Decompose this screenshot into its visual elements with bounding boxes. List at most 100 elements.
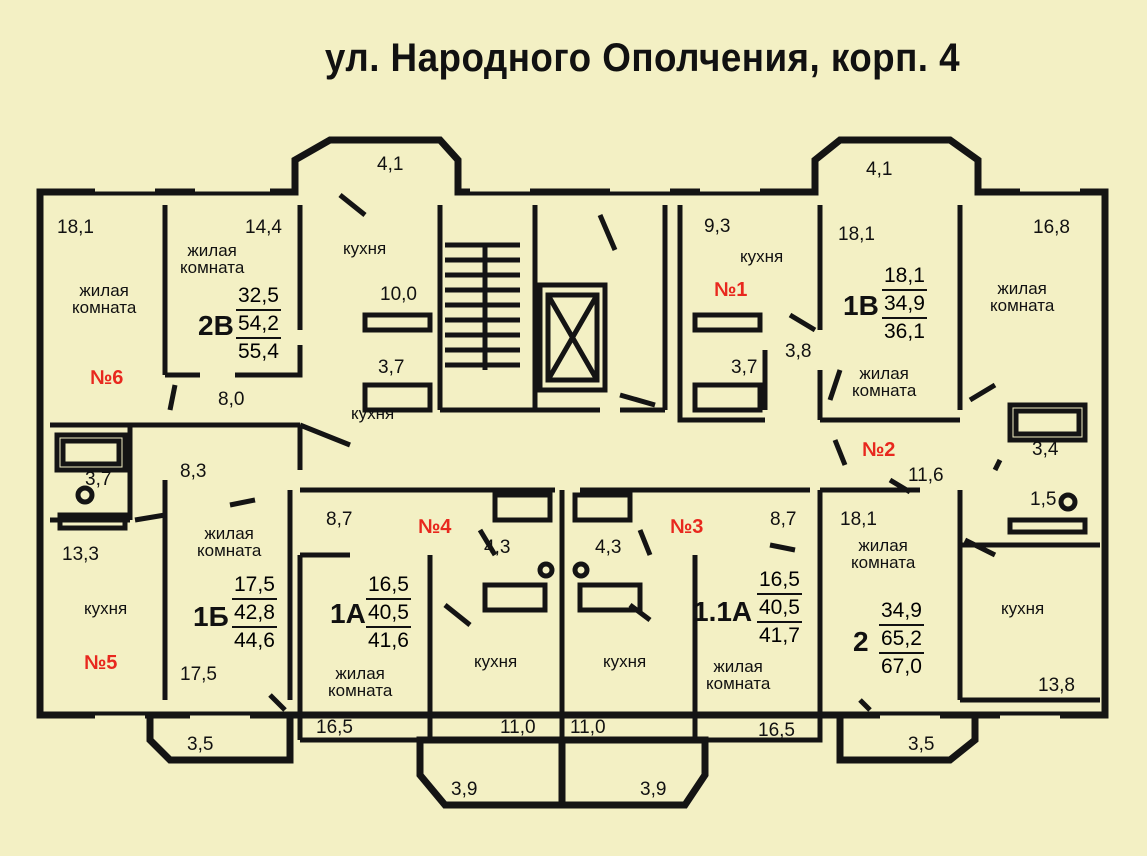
bathtub bbox=[362, 382, 433, 413]
wall bbox=[162, 205, 303, 378]
door-swing bbox=[134, 497, 652, 712]
room-label: кухня bbox=[603, 652, 647, 671]
room-label: кухня bbox=[474, 652, 518, 671]
wall bbox=[692, 490, 823, 743]
wall bbox=[820, 205, 963, 423]
area-label: 9,3 bbox=[704, 216, 731, 237]
toilet bbox=[75, 485, 95, 505]
area-label: 18,1 bbox=[840, 509, 877, 530]
wall bbox=[297, 205, 443, 410]
area-label: 3,5 bbox=[908, 734, 935, 755]
wall bbox=[677, 205, 823, 423]
area-label: 18,1 bbox=[57, 217, 94, 238]
area-label: 11,0 bbox=[500, 717, 536, 738]
apartment-code: 1А bbox=[330, 598, 366, 629]
counter bbox=[57, 512, 1088, 535]
area-label: 8,3 bbox=[180, 461, 207, 482]
area-label: 16,5 bbox=[316, 717, 353, 738]
wall bbox=[297, 552, 433, 743]
elevator-shaft bbox=[537, 282, 608, 393]
bathtub bbox=[692, 382, 763, 413]
room-label: кухня bbox=[351, 404, 395, 423]
door-swing bbox=[769, 458, 1003, 712]
area-label: 4,1 bbox=[377, 154, 404, 175]
area-label: 3,8 bbox=[785, 341, 812, 362]
area-label: 11,0 bbox=[570, 717, 606, 738]
outer-wall bbox=[36, 188, 1109, 719]
area-label: 3,7 bbox=[378, 357, 405, 378]
wall bbox=[50, 422, 303, 470]
area-label: 3,9 bbox=[451, 779, 478, 800]
area-label: 3,9 bbox=[640, 779, 667, 800]
counter bbox=[362, 312, 763, 333]
door-swing bbox=[477, 528, 653, 557]
area-label: 14,4 bbox=[245, 217, 282, 238]
apartment-code: 2 bbox=[853, 626, 869, 657]
unit-number: №5 bbox=[84, 652, 118, 674]
unit-number: №6 bbox=[90, 367, 124, 389]
bathtub bbox=[1007, 402, 1088, 443]
apartment-code: 1Б bbox=[193, 601, 229, 632]
area-label: 13,3 bbox=[62, 544, 99, 565]
area-label: 17,5 bbox=[180, 664, 217, 685]
sink bbox=[572, 561, 590, 579]
area-label: 4,3 bbox=[595, 537, 622, 558]
area-label: 16,8 bbox=[1033, 217, 1070, 238]
area-label: 3,4 bbox=[1032, 439, 1059, 460]
area-label: 11,6 bbox=[908, 465, 944, 486]
area-label: 16,5 bbox=[758, 720, 795, 741]
balcony-bottom-right bbox=[836, 711, 979, 764]
wall bbox=[50, 425, 133, 523]
bathtub bbox=[492, 492, 633, 523]
room-label: кухня bbox=[1001, 599, 1045, 618]
area-label: 3,5 bbox=[187, 734, 214, 755]
area-label: 3,7 bbox=[85, 469, 112, 490]
area-label: 10,0 bbox=[380, 284, 417, 305]
unit-number: №4 bbox=[418, 516, 452, 538]
balcony-bottom-left bbox=[146, 711, 294, 764]
area-label: 3,7 bbox=[731, 357, 758, 378]
area-label: 18,1 bbox=[838, 224, 875, 245]
stairs bbox=[445, 242, 520, 370]
unit-number: №3 bbox=[670, 516, 704, 538]
area-label: 8,7 bbox=[326, 509, 353, 530]
area-label: 8,7 bbox=[770, 509, 797, 530]
unit-number: №2 bbox=[862, 439, 896, 461]
area-label: 13,8 bbox=[1038, 675, 1075, 696]
bay-window-top-right bbox=[811, 136, 982, 196]
area-label: 8,0 bbox=[218, 389, 245, 410]
room-label: кухня bbox=[343, 239, 387, 258]
apartment-code: 1.1А bbox=[693, 596, 753, 627]
bay-window-top-left bbox=[291, 136, 462, 196]
apartment-code: 1В bbox=[843, 290, 879, 321]
unit-number: №1 bbox=[714, 279, 748, 301]
sink bbox=[537, 561, 555, 579]
room-label: кухня bbox=[740, 247, 784, 266]
area-label: 1,5 bbox=[1030, 489, 1057, 510]
area-label: 4,1 bbox=[866, 159, 893, 180]
toilet bbox=[1058, 492, 1078, 512]
apartment-code: 2В bbox=[198, 310, 234, 341]
door-swing bbox=[788, 312, 997, 495]
wall bbox=[440, 205, 665, 413]
plan-title: ул. Народного Ополчения, корп. 4 bbox=[324, 36, 961, 80]
area-label: 4,3 bbox=[484, 537, 511, 558]
bathtub bbox=[54, 432, 128, 473]
room-label: кухня bbox=[84, 599, 128, 618]
door-swing bbox=[167, 193, 656, 448]
